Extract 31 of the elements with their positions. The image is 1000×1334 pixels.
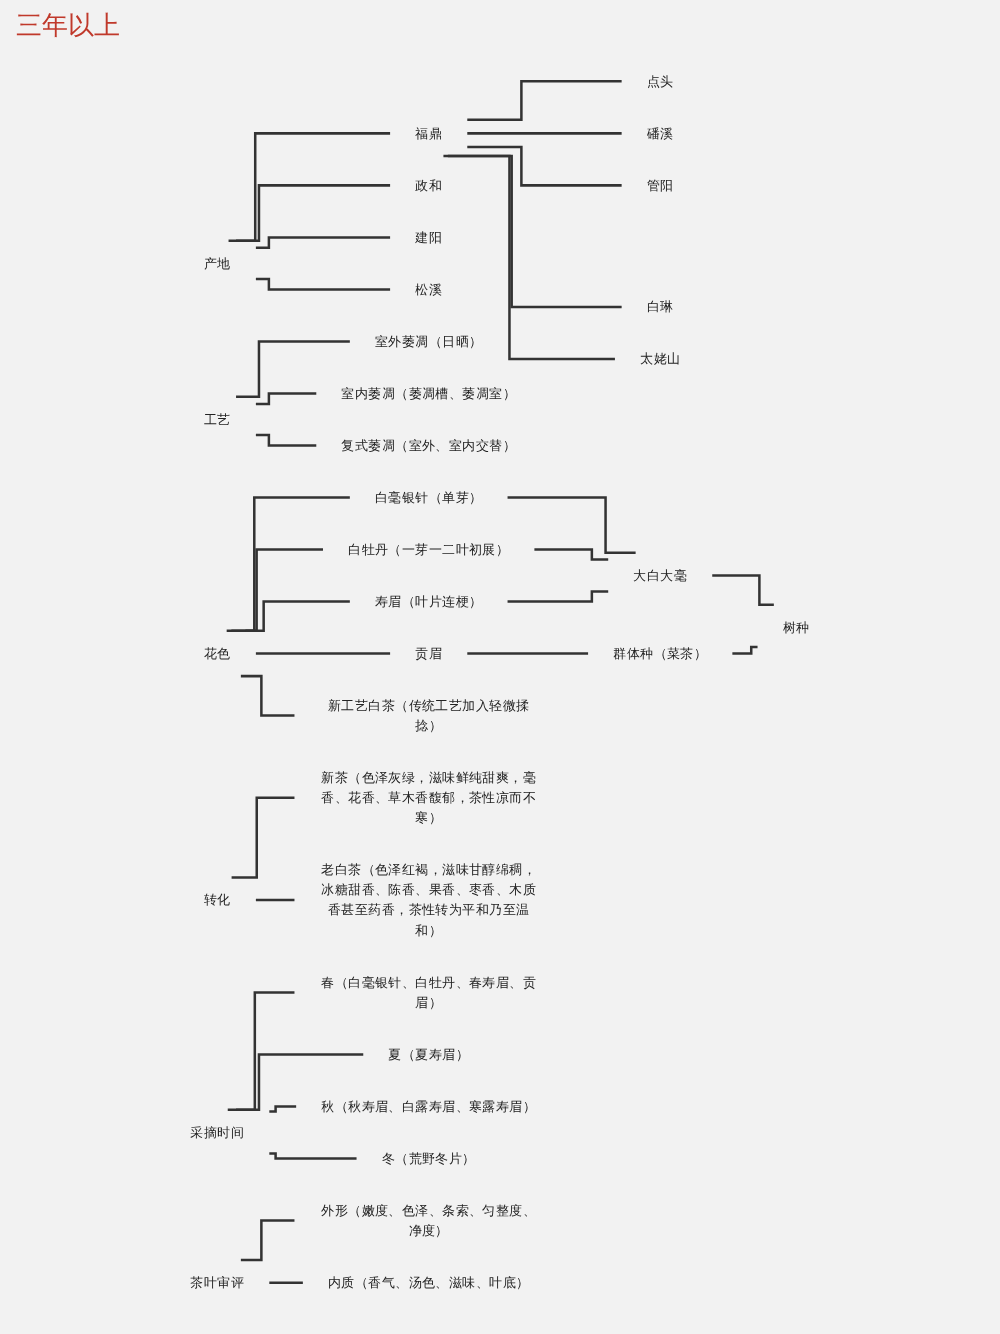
connector xyxy=(245,600,350,633)
connector xyxy=(467,652,589,655)
connector xyxy=(236,1053,364,1112)
connector xyxy=(255,652,391,655)
connector xyxy=(228,132,391,242)
connector xyxy=(443,154,615,361)
connector xyxy=(255,236,391,250)
connector xyxy=(507,496,636,555)
note-text: 三年以上 xyxy=(16,12,120,42)
connector xyxy=(269,1281,303,1284)
connector xyxy=(534,548,609,561)
connector xyxy=(467,80,622,121)
connector xyxy=(269,1152,357,1160)
connector xyxy=(255,277,391,291)
connector xyxy=(227,991,295,1112)
connector xyxy=(231,548,323,633)
connector xyxy=(712,574,774,607)
connector xyxy=(240,674,295,717)
connector xyxy=(236,340,350,399)
connector xyxy=(231,796,295,879)
connector xyxy=(255,392,317,406)
connector xyxy=(507,590,609,603)
connector xyxy=(732,645,758,655)
connector xyxy=(236,184,391,242)
connector xyxy=(467,132,622,135)
connector xyxy=(226,496,350,633)
connector xyxy=(467,145,622,187)
connector xyxy=(255,433,317,447)
connector xyxy=(255,898,295,902)
connector xyxy=(240,1219,295,1262)
connector xyxy=(269,1105,297,1113)
